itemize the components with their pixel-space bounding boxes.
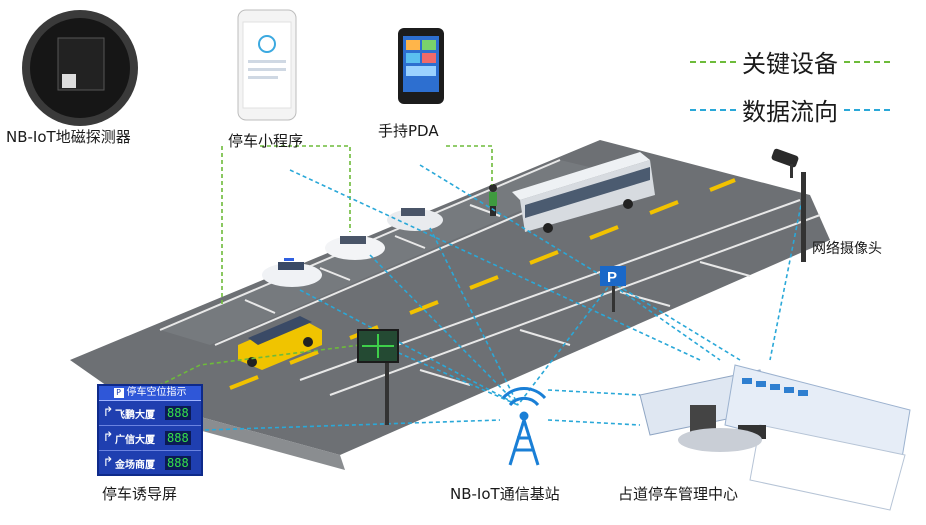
parking-strip-top (160, 160, 610, 345)
turn-arrow-icon: ↱ (102, 455, 114, 470)
parking-sign: P (600, 266, 626, 312)
guidance-row-name: 飞鹏大厦 (115, 409, 155, 421)
handheld-pda-label: 手持PDA (378, 122, 439, 140)
turn-arrow-icon: ↱ (102, 430, 114, 445)
guidance-row-count: 888 (165, 406, 191, 420)
guidance-row-name: 广信大厦 (115, 434, 155, 446)
road-surface (70, 140, 830, 455)
geomagnetic-detector-icon (22, 10, 138, 126)
guidance-row-count: 888 (165, 431, 191, 445)
road-guidance-sign (357, 329, 399, 425)
parking-sign-letter: P (607, 269, 617, 286)
bus (512, 152, 655, 233)
base-station-label: NB-IoT通信基站 (450, 485, 560, 503)
guidance-board-title: 停车空位指示 (126, 387, 187, 398)
base-station-icon (501, 387, 547, 466)
data-flow-lines (204, 164, 806, 431)
guidance-row: ↱ 广信大厦 888 (99, 426, 201, 451)
legend-data-flow: 数据流向 (690, 92, 890, 127)
legend-key-devices-text: 关键设备 (742, 50, 838, 78)
guidance-row-name: 金场商厦 (115, 459, 155, 471)
turn-arrow-icon: ↱ (102, 405, 114, 420)
legend-blue-dash (844, 108, 890, 111)
parked-car (387, 208, 443, 231)
geomagnetic-detector-label: NB-IoT地磁探测器 (6, 128, 131, 146)
guidance-row-count: 888 (165, 456, 191, 470)
legend-green-dash (690, 60, 736, 63)
parking-p-icon: P (113, 388, 124, 398)
legend-key-devices: 关键设备 (690, 44, 890, 79)
pedestrian (489, 184, 497, 216)
network-camera-label: 网络摄像头 (812, 241, 882, 257)
guidance-screen-label: 停车诱导屏 (102, 485, 178, 503)
guidance-row: ↱ 飞鹏大厦 888 (99, 401, 201, 426)
legend-data-flow-text: 数据流向 (742, 98, 838, 126)
handheld-pda-icon (398, 28, 444, 104)
mini-program-phone-icon (237, 9, 297, 121)
parked-car (325, 236, 385, 260)
management-center-label: 占道停车管理中心 (618, 485, 739, 503)
management-center-icon (639, 364, 911, 511)
network-camera-icon (771, 148, 806, 262)
parking-bay-lines (159, 159, 821, 396)
legend-blue-dash (690, 108, 736, 111)
guidance-row: ↱ 金场商厦 888 (99, 451, 201, 475)
parked-car (262, 258, 322, 287)
legend-green-dash (844, 60, 890, 63)
mini-program-label: 停车小程序 (228, 132, 304, 150)
